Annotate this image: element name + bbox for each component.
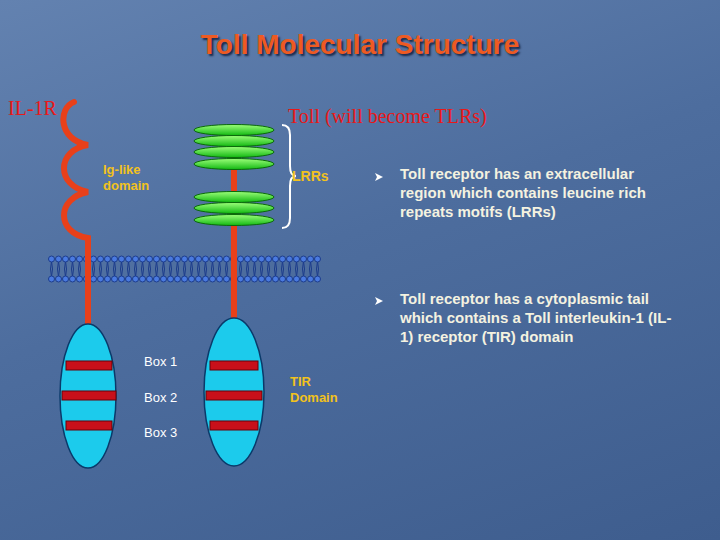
slide-title: Toll Molecular Structure: [0, 28, 720, 62]
bullet-text: Toll receptor has a cytoplasmic tail whi…: [400, 290, 675, 346]
bullet-text: Toll receptor has an extracellular regio…: [400, 165, 680, 221]
receptor-name: Toll (will become TLRs): [288, 104, 487, 128]
receptor-name: IL-1R: [8, 96, 57, 120]
tir-ellipse: [204, 318, 264, 466]
bullet-marker: [375, 297, 383, 305]
lrr-discs: [194, 125, 274, 226]
tir-ellipse: [60, 324, 116, 468]
bullet-marker: [375, 173, 383, 181]
box-label: Box 2: [144, 390, 177, 406]
domain-label: TIR Domain: [290, 374, 360, 405]
domain-label: Ig-like domain: [103, 162, 173, 193]
il1r-chain: [63, 102, 88, 330]
box-bars: [62, 361, 262, 430]
box-label: Box 1: [144, 354, 177, 370]
box-label: Box 3: [144, 425, 177, 441]
domain-label: LRRs: [292, 168, 329, 185]
